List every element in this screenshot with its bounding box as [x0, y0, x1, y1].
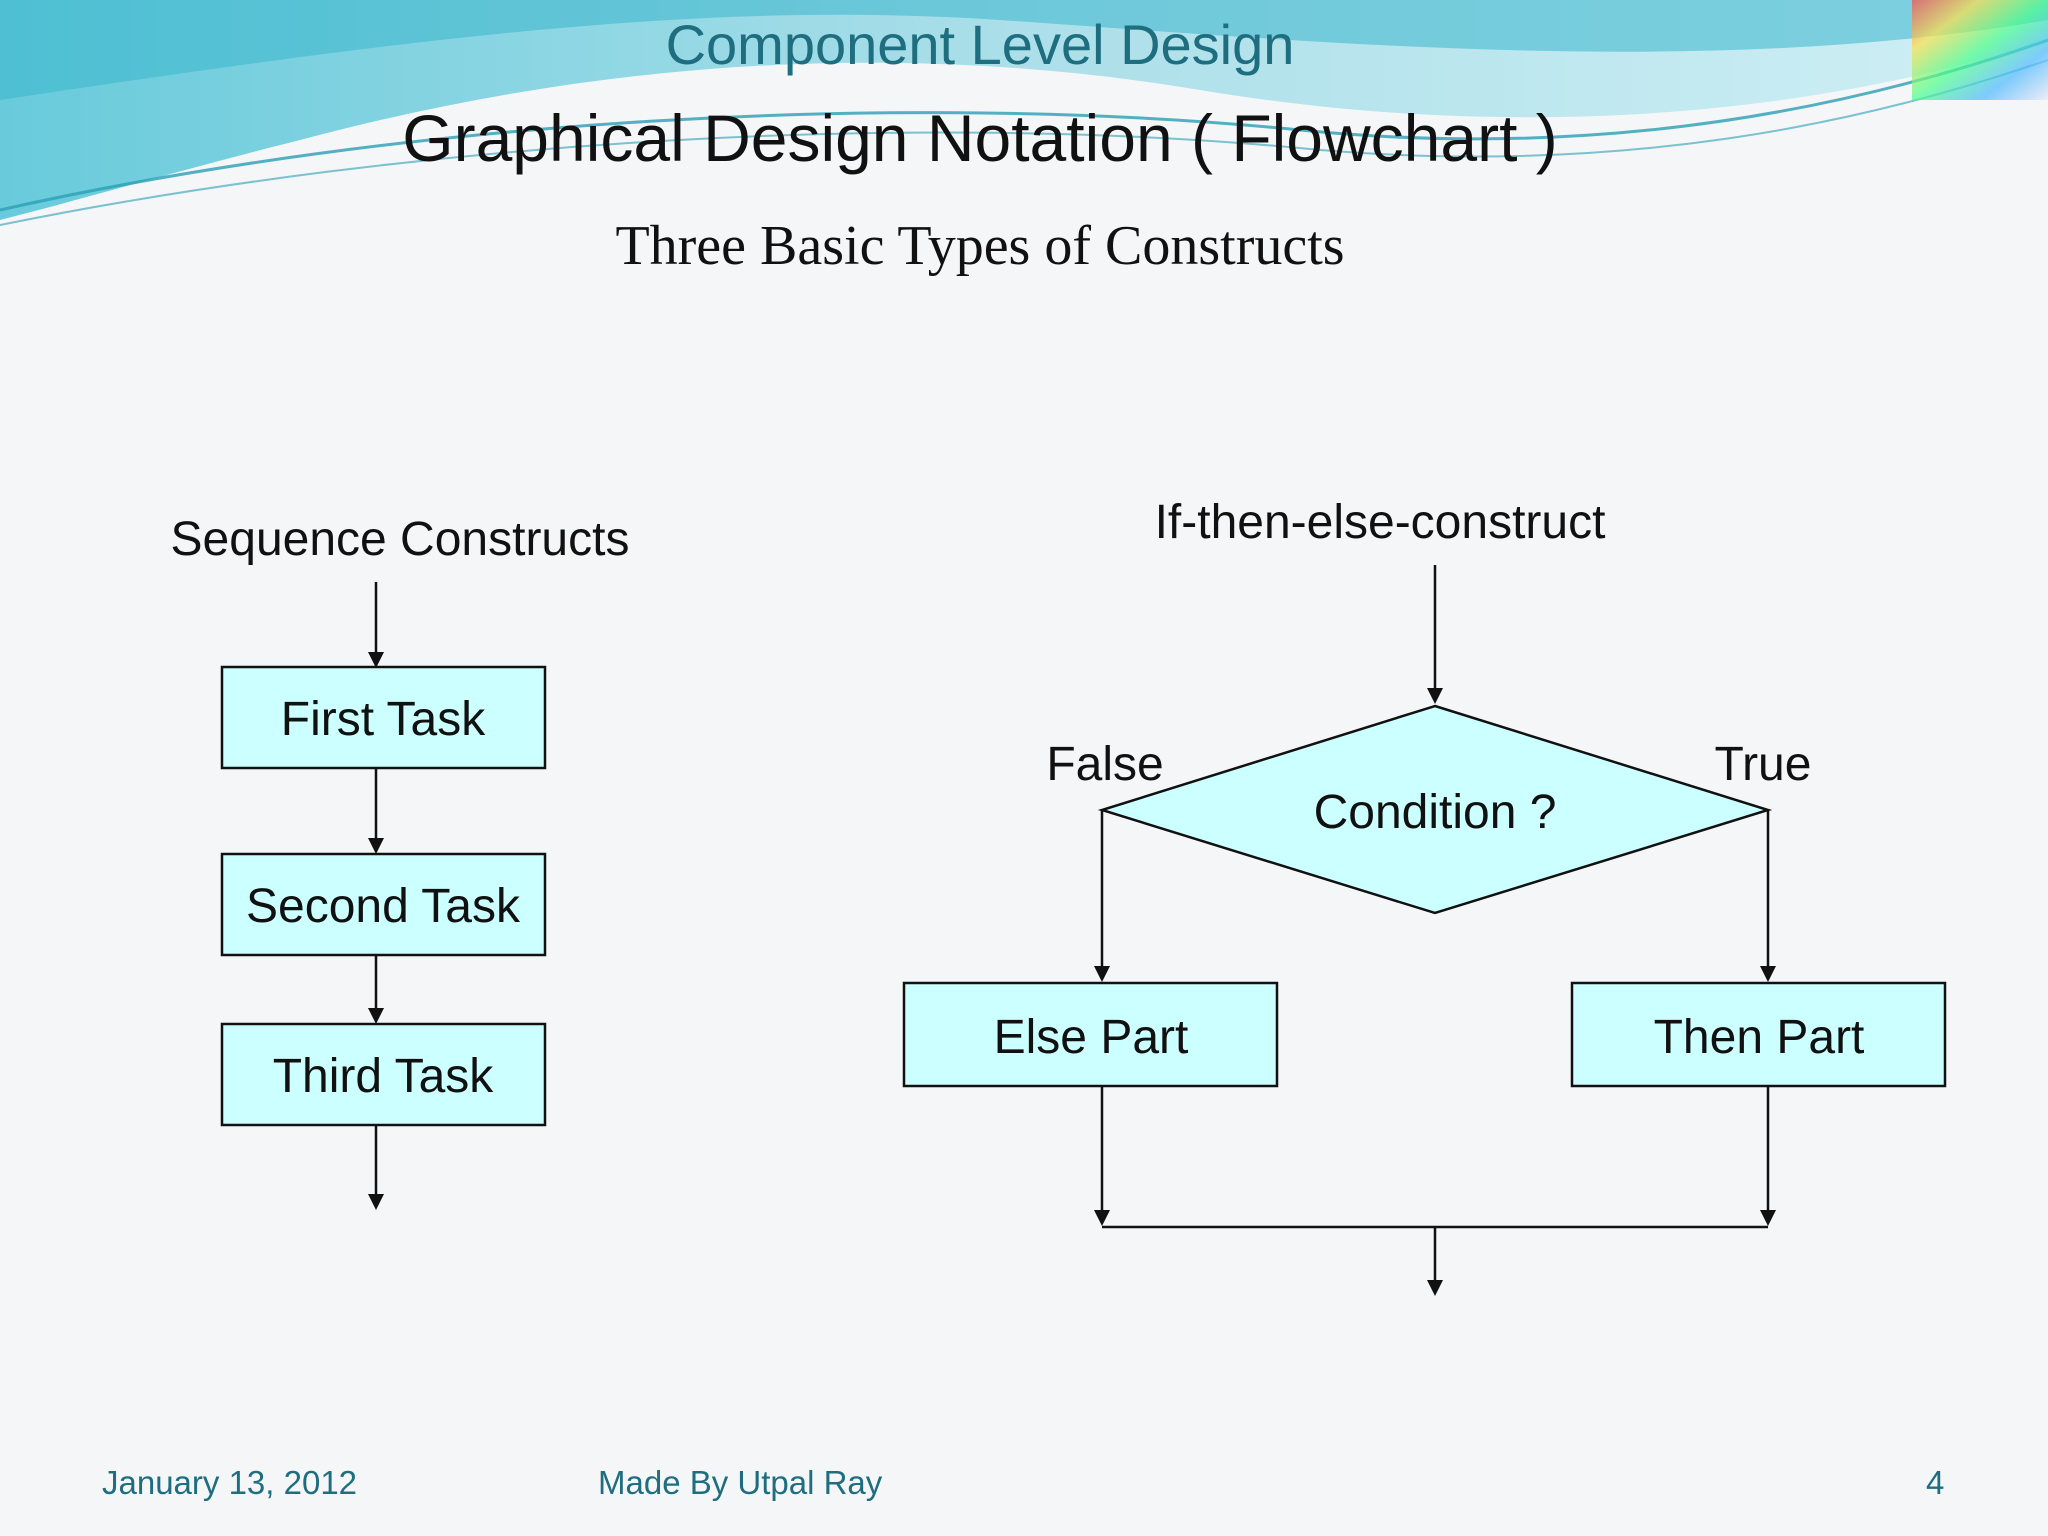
sequence-title: Sequence Constructs [171, 513, 630, 566]
slide-subtitle: Graphical Design Notation ( Flowchart ) [402, 101, 1558, 175]
false-label: False [1046, 738, 1163, 791]
else-part-box [902, 981, 1279, 1088]
if-then-else-exit-arrowhead [1427, 1280, 1443, 1296]
else-part-label: Else Part [994, 1011, 1189, 1064]
third-task-label: Third Task [273, 1050, 495, 1103]
sequence-arrowhead-1 [368, 838, 384, 854]
sequence-entry-arrowhead [368, 652, 384, 668]
then-part-label: Then Part [1654, 1011, 1865, 1064]
true-branch-arrowhead [1760, 966, 1776, 982]
condition-label: Condition ? [1314, 786, 1557, 839]
second-task-label: Second Task [246, 880, 521, 933]
then-merge-arrowhead [1760, 1210, 1776, 1226]
third-task-box [220, 1022, 547, 1127]
false-branch-arrowhead [1094, 966, 1110, 982]
if-then-else-construct: If-then-else-construct Condition ? False… [902, 496, 1947, 1296]
sequence-construct: Sequence Constructs First Task Second Ta… [171, 513, 630, 1210]
corner-color-decoration [1912, 0, 2048, 100]
sequence-arrowhead-2 [368, 1008, 384, 1024]
footer-author: Made By Utpal Ray [598, 1464, 883, 1501]
if-then-else-title: If-then-else-construct [1155, 496, 1606, 549]
condition-diamond [1097, 704, 1773, 915]
sequence-exit-arrowhead [368, 1194, 384, 1210]
page-number: 4 [1926, 1464, 1945, 1501]
footer-date: January 13, 2012 [102, 1464, 358, 1501]
then-part-box [1570, 981, 1947, 1088]
section-heading: Three Basic Types of Constructs [615, 215, 1345, 277]
true-label: True [1715, 738, 1812, 791]
first-task-label: First Task [281, 693, 486, 746]
first-task-box [220, 665, 547, 770]
else-merge-arrowhead [1094, 1210, 1110, 1226]
slide-title: Component Level Design [665, 13, 1295, 76]
header-wave-decoration [0, 0, 2048, 226]
condition-entry-arrowhead [1427, 688, 1443, 704]
second-task-box [220, 852, 547, 957]
